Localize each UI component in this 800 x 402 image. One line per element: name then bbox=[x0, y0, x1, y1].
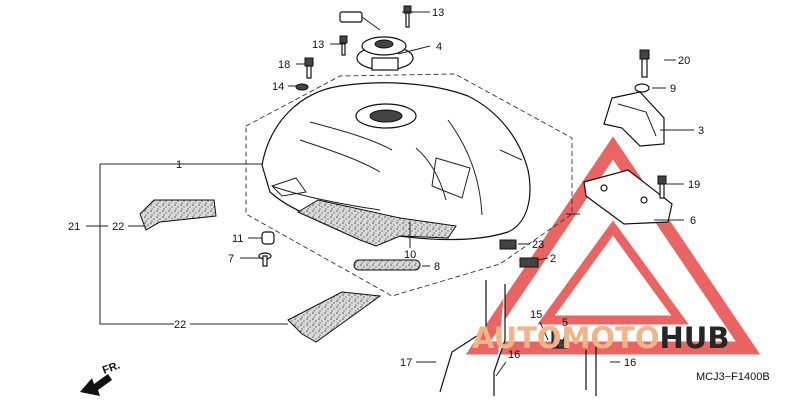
foam-pad-lower bbox=[287, 291, 382, 343]
leader-lines bbox=[86, 11, 694, 377]
callout-20: 20 bbox=[678, 55, 690, 67]
callout-13-left: 13 bbox=[312, 39, 324, 51]
watermark-text: AUTOMOTOHUB bbox=[472, 321, 729, 355]
washer-14 bbox=[295, 83, 309, 91]
callout-7: 7 bbox=[228, 253, 234, 265]
callout-15: 15 bbox=[530, 309, 542, 321]
callout-11: 11 bbox=[232, 233, 243, 245]
callout-16-mid: 16 bbox=[508, 349, 520, 361]
callout-22-upper: 22 bbox=[112, 221, 124, 233]
bolt-19 bbox=[657, 175, 667, 199]
bolt-18 bbox=[304, 57, 314, 79]
watermark-part3: HUB bbox=[660, 321, 730, 355]
callout-2: 2 bbox=[550, 253, 556, 265]
callout-19: 19 bbox=[688, 179, 700, 191]
bolt-13-left bbox=[339, 35, 348, 56]
grommet-11 bbox=[261, 231, 275, 245]
bolt-13-upper bbox=[403, 5, 412, 28]
collar-9 bbox=[634, 83, 650, 93]
mount-plate-6 bbox=[583, 169, 673, 225]
fuel-cap bbox=[339, 11, 414, 71]
callout-21: 21 bbox=[68, 221, 80, 233]
callout-4: 4 bbox=[436, 41, 442, 53]
callout-18: 18 bbox=[278, 59, 290, 71]
assembly-outline bbox=[245, 73, 573, 297]
foam-pad-upper bbox=[139, 199, 217, 231]
callout-5: 5 bbox=[562, 317, 568, 329]
watermark-part2: MOTO bbox=[562, 321, 660, 355]
front-arrow bbox=[80, 374, 112, 396]
callout-14: 14 bbox=[272, 81, 284, 93]
callout-23: 23 bbox=[532, 239, 544, 251]
watermark-part1: AUTO bbox=[472, 321, 562, 355]
bracket-3 bbox=[603, 91, 665, 147]
callout-8: 8 bbox=[434, 261, 440, 273]
diagram-code: MCJ3−F1400B bbox=[696, 371, 770, 383]
callout-17: 17 bbox=[400, 357, 412, 369]
cushion-2 bbox=[519, 257, 539, 268]
callout-1: 1 bbox=[176, 159, 182, 171]
callout-10: 10 bbox=[404, 249, 416, 261]
callout-16-right: 16 bbox=[624, 357, 636, 369]
cushion-23 bbox=[499, 239, 517, 250]
callout-13-upper: 13 bbox=[432, 7, 444, 19]
callout-3: 3 bbox=[698, 125, 704, 137]
fuel-tank bbox=[261, 82, 531, 241]
bolt-20 bbox=[639, 49, 650, 78]
front-label: FR. bbox=[101, 359, 122, 376]
tank-pad bbox=[296, 199, 457, 247]
callout-22-lower: 22 bbox=[174, 319, 186, 331]
bolt-7 bbox=[258, 252, 272, 267]
rubber-strip-8 bbox=[353, 259, 421, 271]
watermark-triangle bbox=[465, 136, 761, 355]
callout-6: 6 bbox=[690, 215, 696, 227]
callout-9: 9 bbox=[670, 83, 676, 95]
